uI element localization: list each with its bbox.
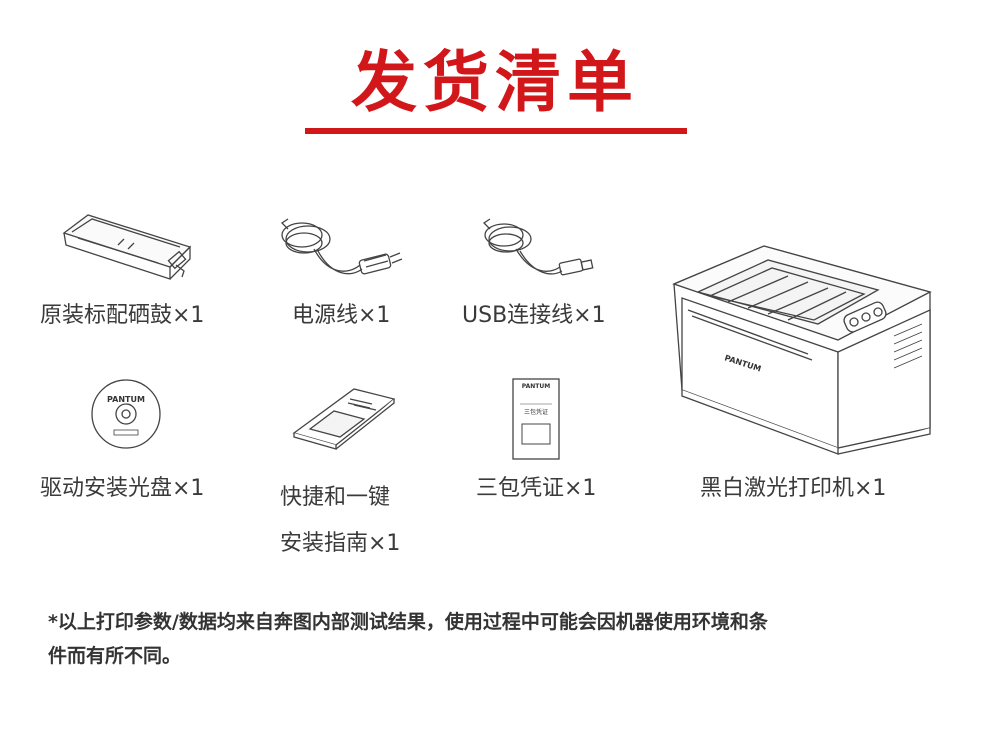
page-title: 发货清单 — [351, 44, 639, 121]
power-cable-label: 电源线×1 — [292, 303, 391, 328]
power-cable-icon — [278, 215, 408, 290]
usb-cable-icon — [482, 215, 597, 290]
footnote-line-1: *以上打印参数/数据均来自奔图内部测试结果，使用过程中可能会因机器使用环境和条 — [48, 611, 768, 633]
footnote-line-2: 件而有所不同。 — [48, 645, 182, 667]
quick-guide-label-line-2: 安装指南×1 — [280, 531, 401, 556]
quick-guide-icon — [290, 385, 405, 455]
usb-cable-label: USB连接线×1 — [462, 303, 606, 328]
warranty-card-icon: PANTUM 三包凭证 — [512, 378, 560, 460]
card-title-text: 三包凭证 — [524, 408, 548, 416]
disc-brand-text: PANTUM — [107, 395, 145, 404]
warranty-card-label: 三包凭证×1 — [476, 476, 597, 501]
toner-cartridge-icon — [58, 205, 198, 285]
title-underline — [305, 128, 687, 134]
footnote: *以上打印参数/数据均来自奔图内部测试结果，使用过程中可能会因机器使用环境和条 … — [48, 605, 948, 673]
printer-label: 黑白激光打印机×1 — [700, 476, 887, 501]
driver-disc-icon: PANTUM — [90, 378, 162, 450]
card-brand-text: PANTUM — [522, 383, 550, 390]
driver-disc-label: 驱动安装光盘×1 — [40, 476, 205, 501]
quick-guide-label-line-1: 快捷和一键 — [280, 485, 391, 510]
printer-icon: PANTUM — [668, 240, 940, 455]
quick-guide-label: 快捷和一键 安装指南×1 — [280, 475, 400, 567]
toner-cartridge-label: 原装标配硒鼓×1 — [40, 303, 205, 328]
